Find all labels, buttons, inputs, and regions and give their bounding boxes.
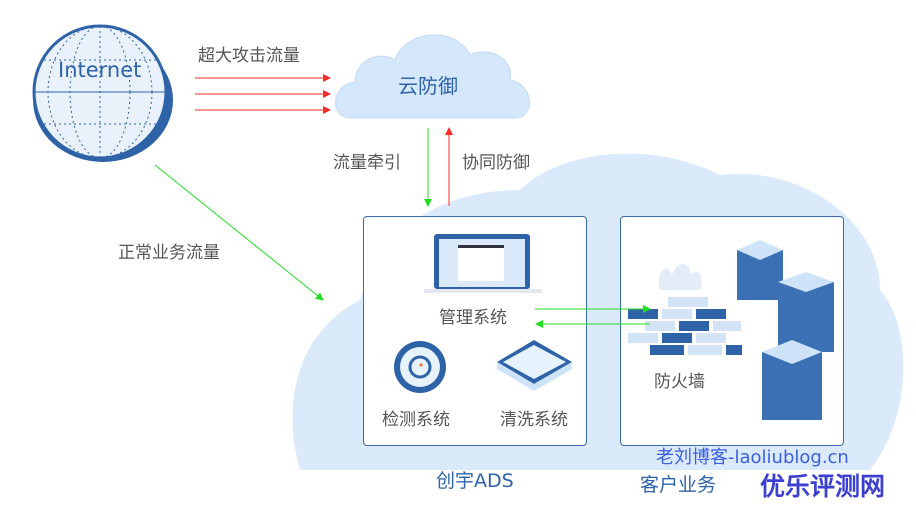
- cooperative-defense-label: 协同防御: [462, 153, 530, 173]
- cloud-defense-icon: [335, 34, 530, 119]
- cloud-defense-label: 云防御: [398, 74, 458, 98]
- watermark-site: 优乐评测网: [760, 472, 886, 501]
- ads-box: [363, 216, 587, 446]
- attack-arrows: [195, 74, 331, 114]
- laptop-icon: [424, 234, 542, 293]
- normal-traffic-label: 正常业务流量: [118, 243, 220, 263]
- management-label: 管理系统: [439, 308, 507, 328]
- cleaning-icon: [497, 340, 572, 391]
- internet-label: Internet: [58, 58, 142, 82]
- firewall-icon: [628, 263, 742, 355]
- server-icon: [737, 240, 834, 420]
- detection-label: 检测系统: [382, 410, 450, 430]
- ads-title: 创宇ADS: [436, 470, 514, 492]
- internet-globe-icon: [32, 24, 173, 162]
- firewall-label: 防火墙: [654, 372, 705, 392]
- attack-label: 超大攻击流量: [198, 46, 300, 66]
- detection-icon: [394, 341, 446, 393]
- normal-traffic-arrow: [154, 164, 324, 301]
- traffic-redirect-label: 流量牵引: [333, 153, 401, 173]
- cleaning-label: 清洗系统: [500, 410, 568, 430]
- customer-title: 客户业务: [640, 474, 717, 496]
- watermark-blog: 老刘博客-laoliublog.cn: [656, 447, 849, 468]
